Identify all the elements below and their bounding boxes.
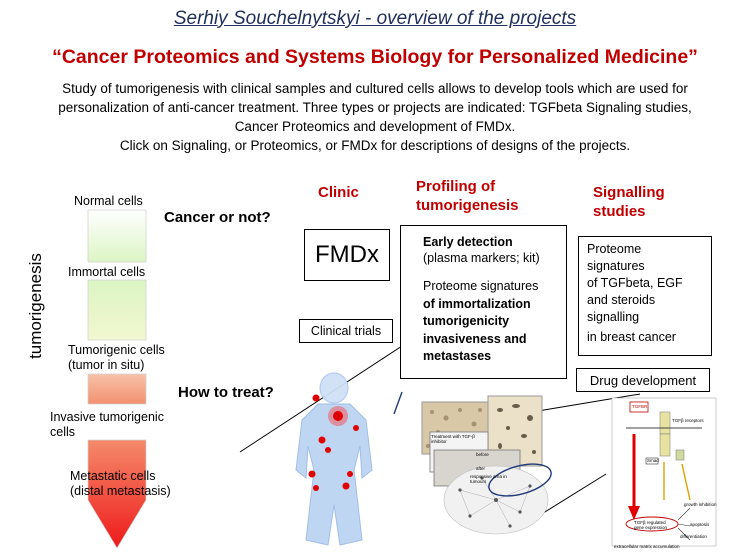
profiling-line-4: invasiveness and xyxy=(423,331,527,346)
before-label: before xyxy=(476,452,489,457)
profiling-line-1: Proteome signatures xyxy=(423,279,539,293)
signalling-line-6: in breast cancer xyxy=(587,330,676,344)
signalling-heading-line-1: Signalling xyxy=(593,184,665,201)
profiling-line-2: of immortalization xyxy=(423,296,531,311)
pathway-diagram xyxy=(611,397,717,547)
signalling-line-3: of TGFbeta, EGF xyxy=(587,276,683,290)
drug-development-box[interactable]: Drug development xyxy=(576,368,710,392)
signalling-heading-line-2: studies xyxy=(593,203,646,220)
stage-tumor-in-situ: (tumor in situ) xyxy=(68,358,145,372)
pathway-apoptosis: apoptosis xyxy=(690,522,710,527)
signalling-line-4: and steroids xyxy=(587,293,656,307)
intro-line-3: Cancer Proteomics and development of FMD… xyxy=(234,119,516,134)
intro-line-1: Study of tumorigenesis with clinical sam… xyxy=(62,81,688,96)
profiling-line-3: tumorigenicity xyxy=(423,314,510,328)
tumor-spots xyxy=(308,394,359,491)
after-label: after xyxy=(476,466,486,471)
proteomics-box[interactable]: Early detection (plasma markers; kit) Pr… xyxy=(400,225,567,379)
drug-development-label: Drug development xyxy=(589,372,697,388)
stage-normal-bar xyxy=(87,209,147,263)
metastasis-arrow xyxy=(87,439,147,549)
cancer-or-not-question: Cancer or not? xyxy=(164,209,271,226)
signalling-line-2: signatures xyxy=(587,259,645,273)
treatment-label: Treatment with TGF-β inhibitor xyxy=(431,434,475,444)
stage-invasive: Invasive tumorigenic xyxy=(50,410,164,424)
intro-text: Study of tumorigenesis with clinical sam… xyxy=(12,79,738,155)
stage-tumorigenic-bar xyxy=(87,373,147,405)
author-line: Serhiy Souchelnytskyi - overview of the … xyxy=(173,8,577,29)
profiling-heading-line-1: Profiling of xyxy=(416,178,496,195)
intro-line-4: Click on Signaling, or Proteomics, or FM… xyxy=(119,138,631,153)
pathway-receptors: TGFβ receptors xyxy=(672,418,704,423)
early-detection-label: Early detection xyxy=(423,235,513,249)
clinical-trials-label: Clinical trials xyxy=(310,323,382,338)
fmdx-label: FMDx xyxy=(315,241,379,268)
profiling-line-5: metastases xyxy=(423,349,492,363)
pathway-gene-expression: TGFβ regulated gene expression xyxy=(634,520,668,530)
fmdx-box[interactable]: FMDx xyxy=(304,229,390,281)
signalling-line-1: Proteome xyxy=(587,242,642,256)
patient-figure xyxy=(295,372,373,546)
project-title: “Cancer Proteomics and Systems Biology f… xyxy=(52,46,698,68)
profiling-heading-line-2: tumorigenesis xyxy=(416,197,519,214)
network-graph xyxy=(443,463,552,535)
tumorigenesis-axis-label: tumorigenesis xyxy=(26,253,45,359)
plasma-markers-label: (plasma markers; kit) xyxy=(423,251,540,265)
pathway-tgfbr: TGFBR xyxy=(632,404,648,409)
pathway-ecm: extracellular matrix accumulation xyxy=(614,544,680,549)
stage-immortal: Immortal cells xyxy=(68,265,146,279)
stage-distal-metastasis: (distal metastasis) xyxy=(70,484,171,498)
stage-invasive-cells: cells xyxy=(50,425,76,439)
how-to-treat-question: How to treat? xyxy=(178,384,274,401)
signalling-line-5: signalling xyxy=(587,310,640,324)
stage-tumorigenic: Tumorigenic cells xyxy=(68,343,165,357)
signalling-heading[interactable]: Signalling studies xyxy=(593,183,665,221)
pathway-smad: Smad xyxy=(647,458,659,463)
signalling-box[interactable]: Proteome signatures of TGFbeta, EGF and … xyxy=(578,236,712,356)
stage-normal: Normal cells xyxy=(74,194,143,208)
clinic-heading[interactable]: Clinic xyxy=(318,184,359,201)
pathway-differentiation: differentiation xyxy=(680,534,707,539)
signalling-text: Proteome signatures of TGFbeta, EGF and … xyxy=(587,241,683,346)
intro-line-2: personalization of anti-cancer treatment… xyxy=(58,100,692,115)
clinical-trials-box[interactable]: Clinical trials xyxy=(299,319,393,343)
proteome-profiling-text: Proteome signatures of immortalization t… xyxy=(423,278,538,366)
profiling-heading[interactable]: Profiling of tumorigenesis xyxy=(416,177,519,215)
stage-metastatic: Metastatic cells xyxy=(70,469,156,483)
responsive-area-label: responsive area in tumours xyxy=(470,474,507,484)
pathway-growth-inhibition: growth inhibition xyxy=(684,502,717,507)
stage-immortal-bar xyxy=(87,279,147,341)
